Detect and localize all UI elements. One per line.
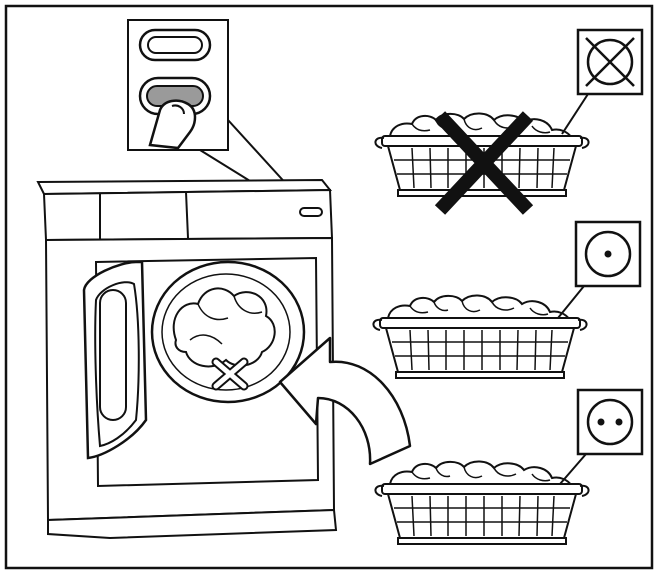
do-not-tumble-dry-icon — [576, 28, 644, 96]
control-panel-inset — [127, 19, 229, 151]
basket-tumble-dry-normal — [374, 388, 644, 545]
tumble-dryer — [36, 178, 338, 540]
basket-do-not-tumble-dry — [374, 28, 644, 215]
drum-laundry — [172, 287, 276, 368]
load-arrow-icon — [278, 336, 412, 466]
dryer-indicator — [299, 207, 323, 217]
basket-tumble-dry-low — [372, 220, 642, 379]
prohibited-cross-icon — [434, 111, 534, 215]
drum-cross-mark — [211, 357, 249, 391]
tumble-dry-normal-icon — [576, 388, 644, 456]
tumble-dry-low-icon — [574, 220, 642, 288]
program-button — [138, 28, 212, 62]
